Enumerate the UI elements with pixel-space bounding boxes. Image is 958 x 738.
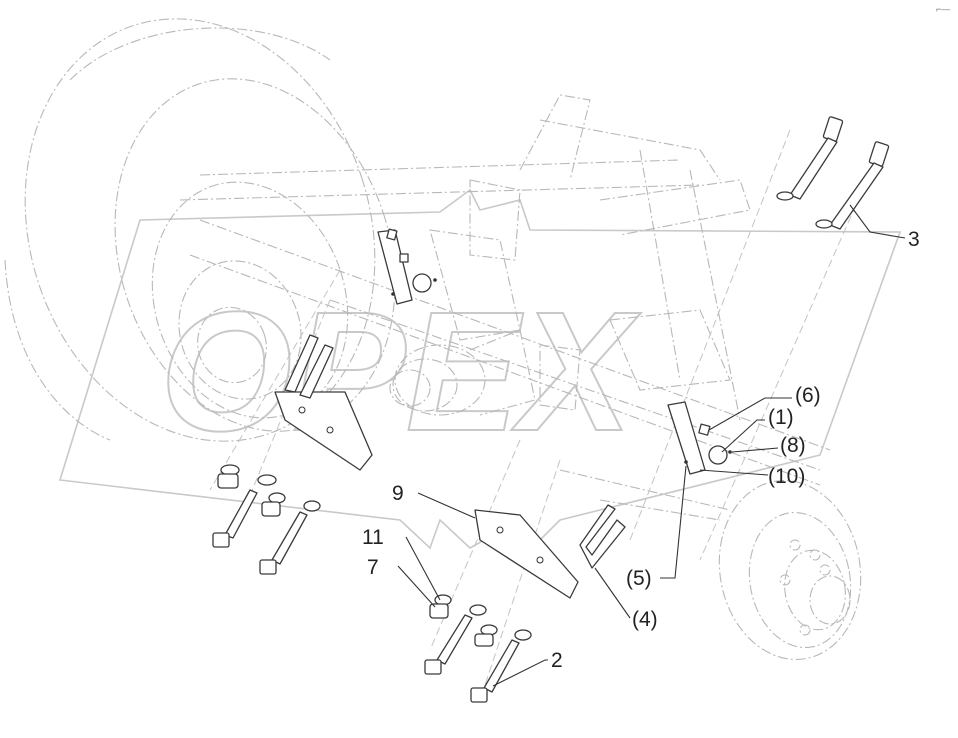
- middle-spring-seat: [474, 509, 579, 599]
- callout-2: 2: [551, 649, 563, 672]
- left-spring-seat: [274, 334, 373, 471]
- callout-7: 7: [367, 556, 379, 579]
- callout-5: (5): [626, 567, 652, 590]
- air-spring-phantom: [389, 329, 536, 416]
- leader-lines: [397, 204, 906, 687]
- hub-drum-phantom: [718, 479, 862, 661]
- bolt-upper-left: [776, 116, 844, 201]
- callout-9: 9: [392, 482, 404, 505]
- callout-6: (6): [795, 384, 821, 407]
- left-bolts-nuts: [212, 464, 321, 575]
- callout-1: (1): [768, 406, 794, 429]
- callout-3: 3: [908, 228, 920, 251]
- corner-mark: ⌐—: [936, 4, 950, 14]
- bolt-upper-right: [815, 141, 890, 230]
- callout-labels: 3 (6) (1) (8) (10) 9 11 7 (5) (4) 2: [362, 228, 920, 672]
- opex-watermark: OPEX: [58, 188, 902, 550]
- callout-11: 11: [362, 526, 384, 549]
- u-bolt: [579, 504, 626, 569]
- callout-8: (8): [780, 434, 806, 457]
- upper-left-bracket: [377, 228, 437, 305]
- right-bracket: [667, 401, 732, 475]
- callout-4: (4): [632, 608, 658, 631]
- upper-bolts: [776, 116, 890, 230]
- callout-10: (10): [768, 465, 805, 488]
- middle-bolts-nuts: [424, 594, 532, 703]
